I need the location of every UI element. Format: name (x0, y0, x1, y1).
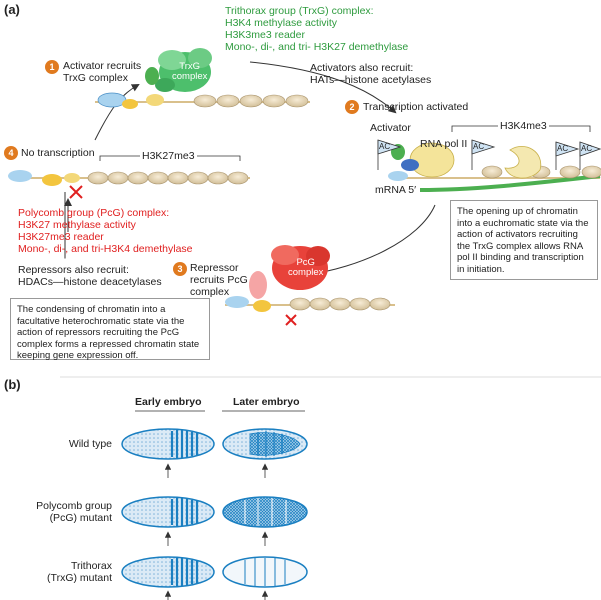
activator-shape (145, 67, 159, 85)
trxg-blob-label: TrxG complex (172, 62, 207, 82)
step-3-line: complex (190, 286, 230, 298)
repressors-recruit-text: Repressors also recruit: HDACs—histone d… (18, 264, 162, 288)
activator-label: Activator (370, 122, 411, 134)
step-2-text: Transcription activated (363, 101, 469, 113)
no-transcription-x (69, 185, 83, 199)
trxg-description: Trithorax group (TrxG) complex: H3K4 met… (225, 5, 408, 53)
row-label-line: Wild type (68, 438, 112, 450)
panel-a-label: (a) (4, 2, 20, 17)
ac-flag-label: AC (379, 142, 391, 151)
step-1-badge: 1 (45, 60, 59, 74)
embryo-later-trxg (222, 556, 308, 600)
col-later-embryo: Later embryo (233, 396, 300, 408)
step-3-badge: 3 (173, 262, 187, 276)
pcg-line: Mono-, di-, and tri-H3K4 demethylase (18, 243, 193, 255)
step-1-line: TrxG complex (63, 72, 128, 84)
chromatin-step2 (388, 125, 601, 192)
embryo-early-trxg (121, 556, 215, 600)
pcg-line: H3K27me3 reader (18, 231, 104, 243)
ac-flag-label: AC (557, 144, 569, 153)
step-4-badge: 4 (4, 146, 18, 160)
trxg-line: H3K4 methylase activity (225, 17, 338, 29)
rna-pol-label: RNA pol II (420, 138, 468, 150)
pcg-line: Polycomb group (PcG) complex: (18, 207, 170, 219)
mrna-strand (419, 174, 601, 192)
embryo-later-pcg (222, 496, 308, 546)
step-3-line: Repressor (190, 262, 239, 274)
trxg-line: Trithorax group (TrxG) complex: (225, 5, 374, 17)
mrna-label: mRNA 5′ (375, 184, 417, 196)
heterochromatin-note: The condensing of chromatin into a facul… (10, 298, 210, 361)
chromatin-step1 (95, 92, 310, 109)
h3k4me3-label: H3K4me3 (498, 120, 549, 132)
chromatin-step4 (8, 155, 250, 199)
row-pcg-mutant: Polycomb group (PcG) mutant (30, 500, 112, 524)
embryo-later-wildtype (222, 428, 308, 478)
trxg-blob-line: TrxG (179, 61, 201, 72)
step-3-text: Repressor recruits PcG complex (190, 262, 248, 298)
repressed-x (285, 314, 297, 326)
pcg-blob-label: PcG complex (288, 258, 323, 278)
ac-flag-label: AC (581, 144, 593, 153)
ac-flag-label: AC (473, 142, 485, 151)
chromatin-step3 (225, 271, 395, 326)
row-trxg-mutant: Trithorax (TrxG) mutant (30, 560, 112, 584)
pcg-line: H3K27 methylase activity (18, 219, 136, 231)
row-label-line: (TrxG) mutant (47, 572, 112, 584)
step-1-line: Activator recruits (63, 60, 142, 72)
pcg-complex-blob (271, 245, 330, 290)
pcg-description: Polycomb group (PcG) complex: H3K27 meth… (18, 207, 193, 255)
row-wild-type: Wild type (42, 438, 112, 450)
activators-line: Activators also recruit: (310, 62, 414, 74)
row-label-line: Polycomb group (36, 500, 112, 512)
col-early-embryo: Early embryo (135, 396, 202, 408)
pcg-blob-line: complex (288, 267, 324, 278)
step-4-text: No transcription (21, 147, 95, 159)
repressors-line: HDACs—histone deacetylases (18, 276, 162, 288)
repressors-line: Repressors also recruit: (18, 264, 129, 276)
trxg-complex-blob (155, 48, 212, 92)
trxg-line: H3K3me3 reader (225, 29, 305, 41)
row-label-line: Trithorax (70, 560, 112, 572)
pcg-blob-line: PcG (296, 257, 315, 268)
cycle-arrow-1-2 (249, 61, 397, 114)
step-2-badge: 2 (345, 100, 359, 114)
embryo-early-pcg (121, 496, 215, 546)
euchromatin-note: The opening up of chromatin into a euchr… (450, 200, 598, 280)
step-3-line: recruits PcG (190, 274, 248, 286)
activators-line: HATs—histone acetylases (310, 74, 432, 86)
row-label-line: (PcG) mutant (49, 512, 112, 524)
panel-b-label: (b) (4, 377, 21, 392)
activators-recruit-text: Activators also recruit: HATs—histone ac… (310, 62, 431, 86)
trxg-line: Mono-, di-, and tri- H3K27 demethylase (225, 41, 409, 53)
h3k27me3-label: H3K27me3 (140, 150, 197, 162)
ac-flags (377, 139, 601, 170)
embryo-early-wildtype (121, 428, 215, 478)
trxg-blob-line: complex (172, 71, 208, 82)
step-1-text: Activator recruits TrxG complex (63, 60, 141, 84)
